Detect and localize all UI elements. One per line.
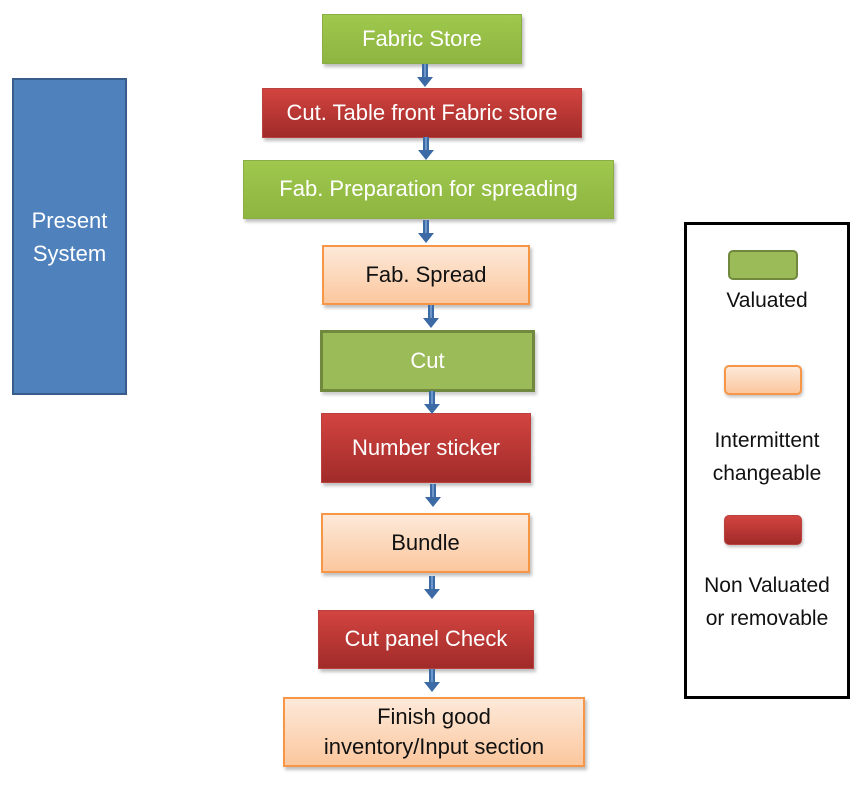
legend-swatch-valuated	[728, 250, 798, 280]
flow-step-fab-preparation: Fab. Preparation for spreading	[243, 160, 614, 219]
flow-step-label: Fab. Preparation for spreading	[279, 176, 578, 202]
legend-label-line1: Intermittent	[714, 429, 820, 452]
flow-step-label: Finish good inventory/Input section	[324, 702, 544, 761]
present-system-box: Present System	[12, 78, 127, 395]
flow-step-cut: Cut	[320, 330, 535, 392]
flow-step-label: Cut. Table front Fabric store	[286, 99, 558, 125]
legend-label-line1: Non Valuated	[704, 574, 830, 597]
flow-step-label-line2: inventory/Input section	[323, 734, 545, 759]
legend-label-line2: or removable	[705, 606, 829, 630]
flow-step-cut-panel-check: Cut panel Check	[318, 610, 534, 669]
legend-label-valuated: Valuated	[726, 289, 808, 312]
arrow-down-icon	[418, 137, 434, 160]
flow-step-fabric-store: Fabric Store	[322, 14, 522, 64]
flow-step-label-line1: Finish good	[377, 704, 491, 730]
present-system-label-line1: Present	[31, 207, 108, 233]
flow-step-bundle: Bundle	[321, 513, 530, 573]
arrow-down-icon	[417, 64, 433, 87]
legend: Valuated Intermittent changeable Non Val…	[684, 222, 850, 699]
present-system-label-line2: System	[32, 240, 107, 266]
flow-step-label: Cut	[410, 347, 445, 373]
flow-step-label: Cut panel Check	[344, 626, 508, 652]
arrow-down-icon	[424, 391, 440, 414]
flow-step-label: Number sticker	[352, 434, 500, 460]
arrow-down-icon	[423, 305, 439, 328]
present-system-label: Present System	[32, 204, 108, 270]
legend-label-non-valuated: Non Valuated or removable	[687, 570, 847, 635]
legend-label-line2: changeable	[712, 461, 822, 485]
legend-label-intermittent: Intermittent changeable	[687, 425, 847, 490]
flow-step-label: Fab. Spread	[365, 261, 487, 287]
arrow-down-icon	[424, 669, 440, 692]
arrow-down-icon	[418, 220, 434, 243]
flow-step-fab-spread: Fab. Spread	[322, 245, 530, 305]
flow-step-label: Bundle	[391, 529, 460, 555]
arrow-down-icon	[424, 576, 440, 599]
flow-step-cut-table: Cut. Table front Fabric store	[262, 88, 582, 138]
flow-step-number-sticker: Number sticker	[321, 413, 531, 483]
flow-step-finish-good: Finish good inventory/Input section	[283, 697, 585, 767]
legend-swatch-intermittent	[724, 365, 802, 395]
arrow-down-icon	[425, 484, 441, 507]
flow-step-label: Fabric Store	[362, 25, 482, 51]
legend-swatch-non-valuated	[724, 515, 802, 545]
